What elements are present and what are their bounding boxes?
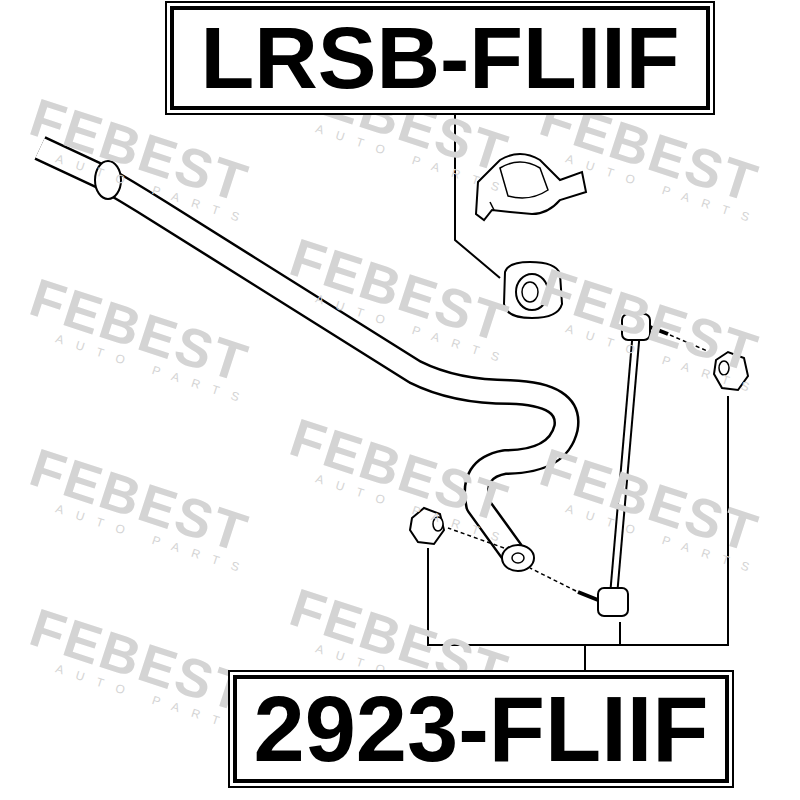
watermark: FEBEST <box>283 406 516 535</box>
part-number: 2923-FLIIF <box>253 683 708 775</box>
part-number: LRSB-FLIIF <box>200 14 679 102</box>
watermark: FEBEST <box>533 436 766 565</box>
watermark: FEBEST <box>283 226 516 355</box>
watermark: FEBEST <box>23 436 256 565</box>
part-number-box: LRSB-FLIIF <box>170 6 710 110</box>
watermark: FEBEST <box>23 266 256 395</box>
watermark: FEBEST <box>23 596 256 725</box>
watermark: FEBEST <box>533 256 766 385</box>
part-number-box: 2923-FLIIF <box>233 675 729 783</box>
